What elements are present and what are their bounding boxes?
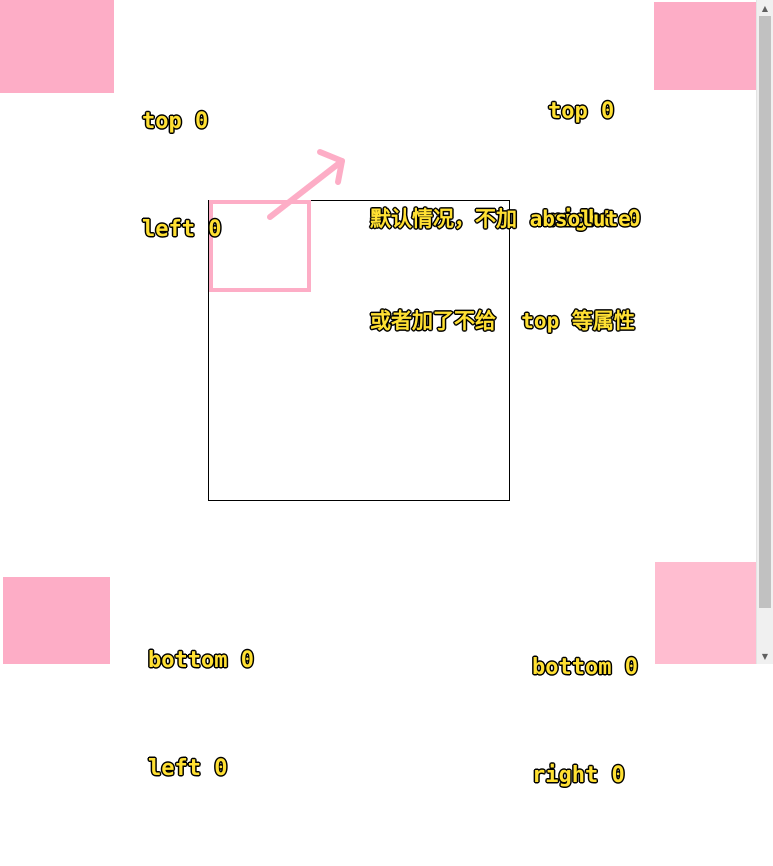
- label-bottom-left-line1: bottom 0: [147, 647, 254, 673]
- label-top-right-line1: top 0: [547, 98, 615, 124]
- scroll-down-icon[interactable]: ▼: [761, 651, 769, 661]
- label-note-line1: 默认情况，不加 absolute: [369, 206, 631, 231]
- scrollbar-thumb[interactable]: [759, 16, 771, 608]
- label-top-left: top 0 left 0: [141, 32, 222, 320]
- pink-box-top-right: [654, 2, 756, 90]
- pink-box-bottom-right: [655, 562, 756, 664]
- label-bottom-left-line2: left 0: [147, 755, 228, 781]
- vertical-scrollbar[interactable]: ▲ ▼: [756, 0, 773, 664]
- label-bottom-right-line1: bottom 0: [531, 654, 638, 680]
- pink-box-top-left: [0, 0, 114, 93]
- label-bottom-right-line2: right 0: [531, 762, 625, 788]
- pink-box-bottom-left: [3, 577, 110, 664]
- label-note-line2: 或者加了不给 top 等属性: [369, 308, 635, 333]
- relative-container: [208, 200, 510, 501]
- label-bottom-left: bottom 0 left 0: [147, 571, 254, 859]
- label-bottom-right: bottom 0 right 0: [531, 578, 638, 866]
- label-top-left-line1: top 0: [141, 108, 209, 134]
- label-default-position-note: 默认情况，不加 absolute 或者加了不给 top 等属性: [369, 134, 635, 406]
- label-top-left-line2: left 0: [141, 216, 222, 242]
- scroll-up-icon[interactable]: ▲: [761, 3, 769, 13]
- label-top-right-line2: right 0: [547, 206, 641, 232]
- pink-outline-box-default-position: [209, 200, 311, 292]
- browser-viewport: top 0 left 0 top 0 right 0 默认情况，不加 absol…: [0, 0, 773, 789]
- label-top-right: top 0 right 0: [547, 22, 641, 310]
